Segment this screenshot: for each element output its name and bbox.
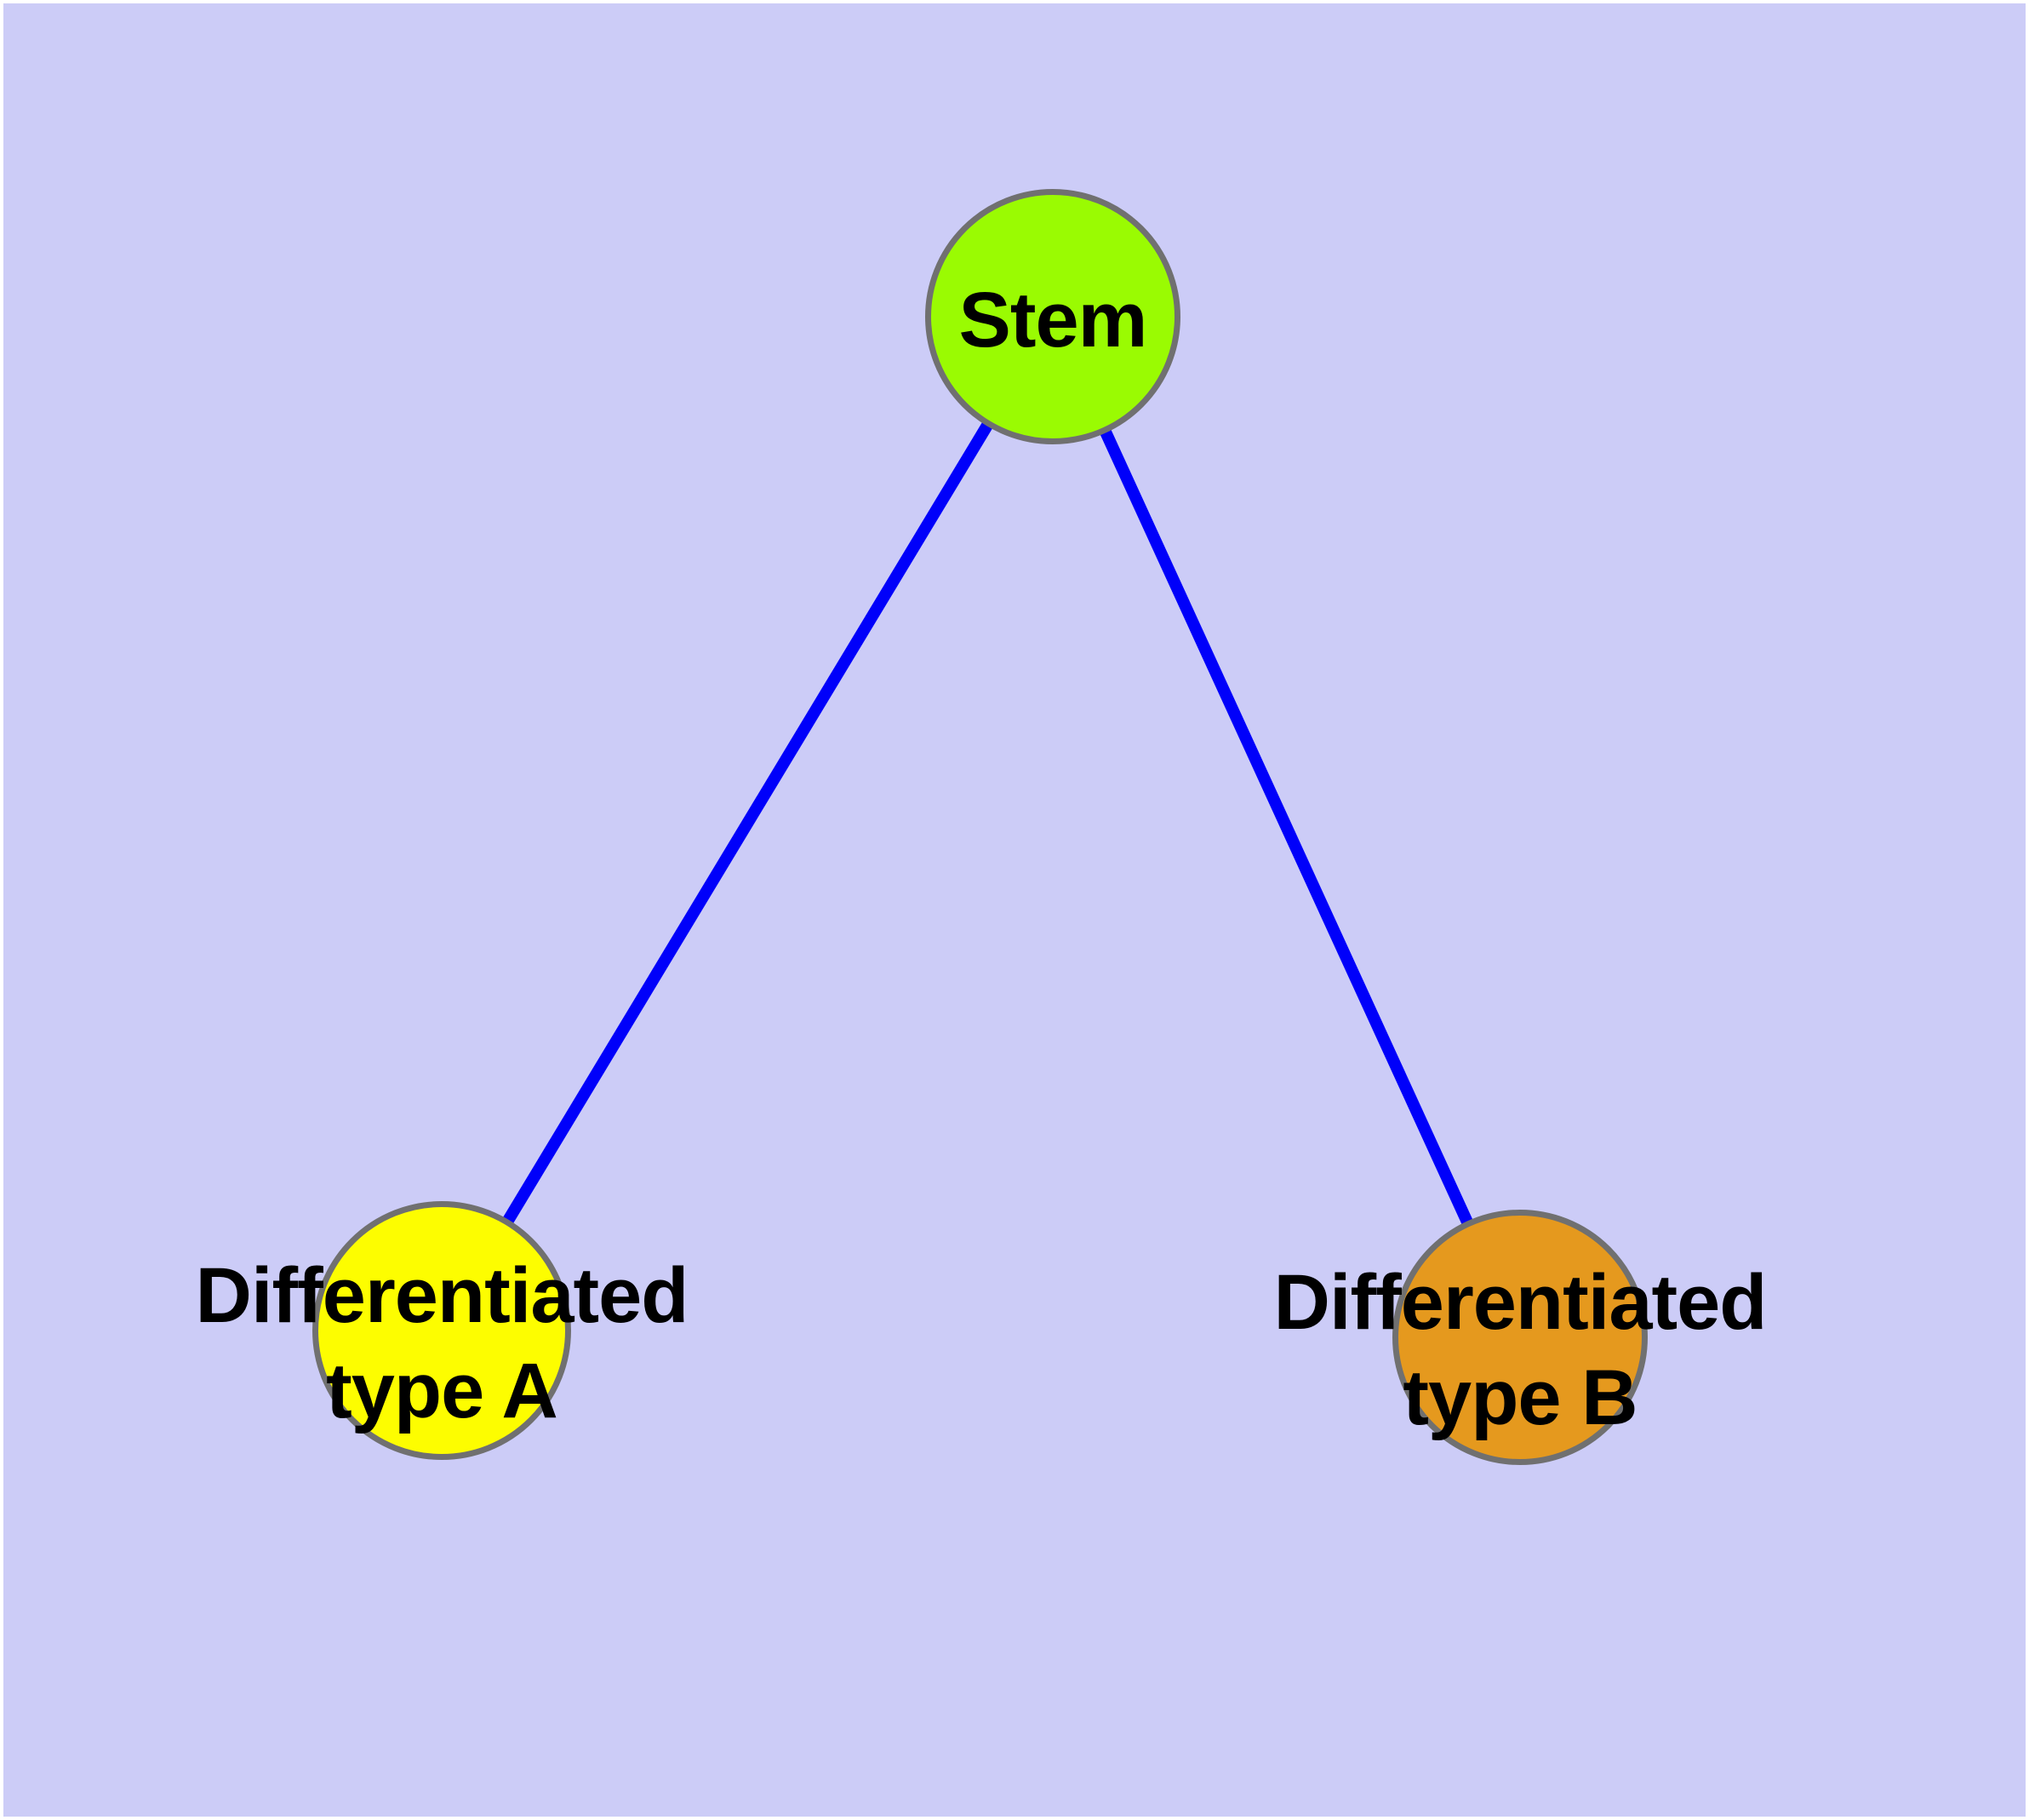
node-label-type-a-line1: Differentiated: [195, 1251, 689, 1339]
edge-stem-to-type-a: [437, 313, 1058, 1334]
node-stem: [925, 189, 1180, 444]
node-label-differentiated-type-b: Differentiated type B: [1273, 1255, 1768, 1445]
node-label-type-b-line1: Differentiated: [1273, 1258, 1768, 1346]
edge-stem-to-type-b: [1047, 314, 1526, 1340]
node-differentiated-type-a: [312, 1201, 571, 1460]
node-label-differentiated-type-a: Differentiated type A: [196, 1248, 689, 1439]
node-label-type-a-line2: type A: [326, 1348, 558, 1434]
edge-layer: [437, 313, 1526, 1340]
node-differentiated-type-b: [1392, 1210, 1648, 1465]
node-label-stem-line1: Stem: [958, 276, 1148, 363]
node-label-type-b-line2: type B: [1403, 1354, 1637, 1441]
diagram-canvas: Stem Differentiated type A Differentiate…: [3, 3, 2026, 1817]
node-label-stem: Stem: [958, 272, 1148, 368]
